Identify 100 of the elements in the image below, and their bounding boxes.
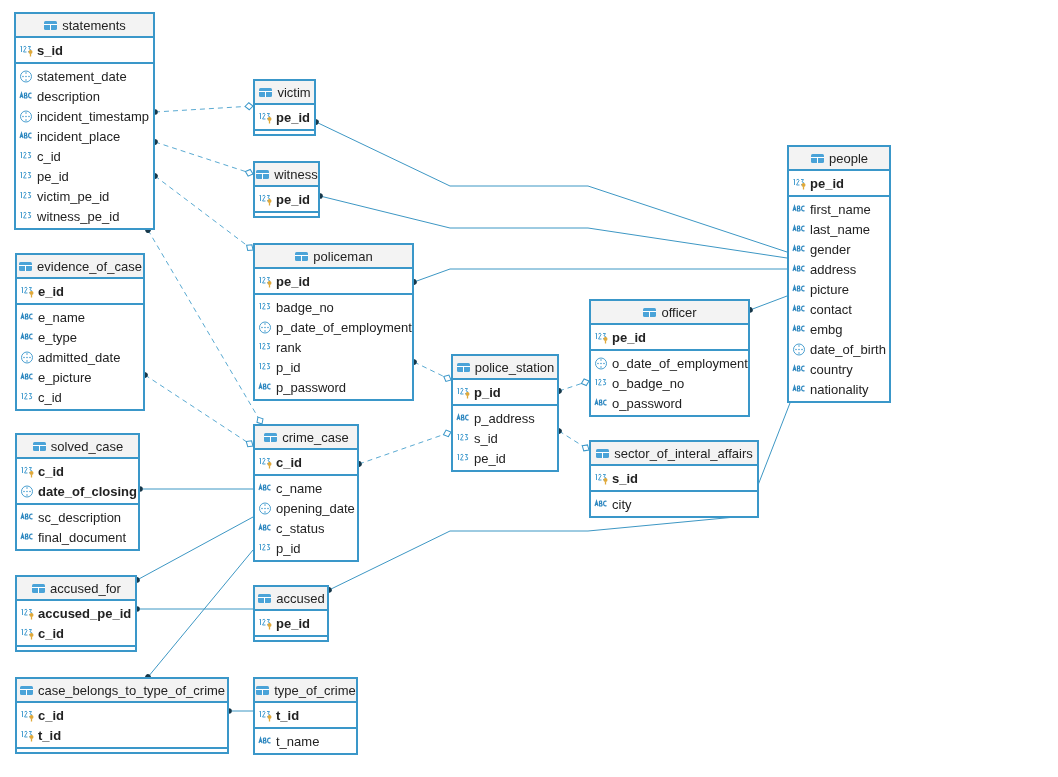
relationship-line xyxy=(134,606,254,612)
column-name: p_id xyxy=(276,540,301,556)
relationship-line xyxy=(145,227,264,425)
column-name: s_id xyxy=(37,42,63,58)
column-name: e_name xyxy=(38,309,85,325)
table-box xyxy=(589,299,750,417)
column-name: nationality xyxy=(810,381,869,397)
column-name: incident_place xyxy=(37,128,121,144)
column-name: badge_no xyxy=(276,299,334,315)
column-name: pe_id xyxy=(474,450,506,466)
column-name: description xyxy=(37,88,100,104)
column-name: embg xyxy=(810,321,843,337)
column-name: e_picture xyxy=(38,369,92,385)
column-name: p_address xyxy=(474,410,535,426)
relationship-line xyxy=(747,295,788,313)
column-name: first_name xyxy=(810,201,871,217)
column-name: statement_date xyxy=(37,68,127,84)
column-name: opening_date xyxy=(276,500,355,516)
column-name: pe_id xyxy=(810,175,844,191)
column-name: o_date_of_employment xyxy=(612,355,748,371)
table-title: accused_for xyxy=(50,580,121,596)
table-title: evidence_of_case xyxy=(37,258,142,274)
column-name: t_id xyxy=(276,707,300,723)
table-title: case_belongs_to_type_of_crime xyxy=(37,682,226,698)
column-name: pe_id xyxy=(612,329,646,345)
column-name: pe_id xyxy=(276,109,310,125)
table-title: statements xyxy=(62,17,126,33)
column-name: victim_pe_id xyxy=(37,188,110,204)
table-box xyxy=(253,424,359,562)
relationship-line xyxy=(142,372,254,448)
table-box xyxy=(15,433,140,551)
column-name: c_id xyxy=(37,148,61,164)
table-title: officer xyxy=(661,304,697,320)
column-name: picture xyxy=(810,281,850,297)
table-title: accused xyxy=(276,590,325,606)
relationship-line xyxy=(145,549,254,680)
table-box xyxy=(15,575,137,652)
relationship-line xyxy=(411,268,788,285)
relationship-line xyxy=(226,708,254,714)
table-title: people xyxy=(828,150,868,166)
column-name: c_id xyxy=(38,463,64,479)
relationship-line xyxy=(326,402,791,593)
column-name: c_id xyxy=(276,454,302,470)
table-title: witness xyxy=(274,166,318,182)
column-name: last_name xyxy=(810,221,870,237)
column-name: sc_description xyxy=(38,509,122,525)
column-name: e_id xyxy=(38,283,64,299)
column-name: city xyxy=(612,496,632,512)
column-name: c_name xyxy=(276,480,323,496)
column-name: incident_timestamp xyxy=(37,108,149,124)
table-box xyxy=(14,12,155,230)
column-name: p_id xyxy=(474,384,501,400)
column-name: pe_id xyxy=(37,168,69,184)
relationship-line xyxy=(313,119,788,253)
column-name: e_type xyxy=(38,329,78,345)
relationship-line xyxy=(152,173,254,251)
table-box xyxy=(787,145,891,403)
relationship-line xyxy=(317,193,788,259)
column-name: date_of_birth xyxy=(810,341,886,357)
relationship-line xyxy=(356,429,452,467)
column-name: t_name xyxy=(276,733,320,749)
column-name: t_id xyxy=(38,727,62,743)
column-name: o_password xyxy=(612,395,683,411)
column-name: final_document xyxy=(38,529,127,545)
relationship-line xyxy=(411,359,452,382)
column-name: s_id xyxy=(612,470,638,486)
column-name: country xyxy=(810,361,853,377)
table-box xyxy=(589,440,759,518)
table-title: crime_case xyxy=(282,429,349,445)
column-name: pe_id xyxy=(276,191,310,207)
column-name: p_password xyxy=(276,379,347,395)
relationship-line xyxy=(152,139,254,177)
table-box xyxy=(253,79,316,136)
table-title: victim xyxy=(277,84,311,100)
table-title: solved_case xyxy=(50,438,124,454)
column-name: date_of_closing xyxy=(38,483,137,499)
table-box xyxy=(15,677,229,754)
table-title: police_station xyxy=(474,359,555,375)
column-name: s_id xyxy=(474,430,498,446)
table-box xyxy=(253,161,320,218)
column-name: c_id xyxy=(38,625,64,641)
column-name: rank xyxy=(276,339,302,355)
column-name: gender xyxy=(810,241,851,257)
table-box xyxy=(15,253,145,411)
table-box xyxy=(451,354,559,472)
table-title: policeman xyxy=(313,248,373,264)
table-title: sector_of_interal_affairs xyxy=(614,445,753,461)
column-name: o_badge_no xyxy=(612,375,685,391)
table-title: type_of_crime xyxy=(274,682,356,698)
column-name: pe_id xyxy=(276,273,310,289)
column-name: admitted_date xyxy=(38,349,121,365)
table-box xyxy=(253,677,358,755)
relationship-line xyxy=(152,102,254,115)
table-box xyxy=(253,243,414,401)
column-name: contact xyxy=(810,301,852,317)
column-name: witness_pe_id xyxy=(37,208,120,224)
column-name: address xyxy=(810,261,857,277)
column-name: c_status xyxy=(276,520,325,536)
column-name: accused_pe_id xyxy=(38,605,132,621)
relationship-line xyxy=(556,428,590,452)
